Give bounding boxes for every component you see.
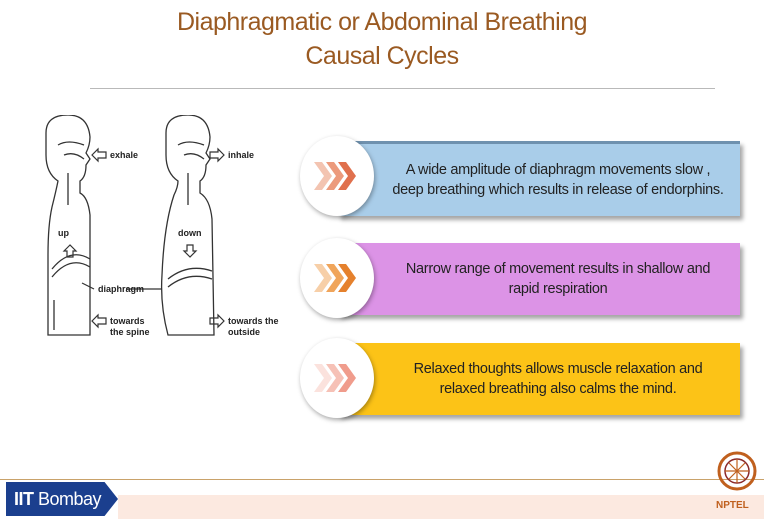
up-label: up — [58, 228, 69, 238]
towards-label: towards — [110, 316, 145, 326]
slide-title: Diaphragmatic or Abdominal Breathing — [0, 8, 764, 37]
exhale-body-outline — [46, 115, 90, 335]
brand-prefix: IIT — [14, 489, 34, 509]
slide-subtitle: Causal Cycles — [0, 42, 764, 71]
title-divider — [90, 88, 715, 89]
iit-bombay-badge: IIT Bombay — [6, 482, 118, 516]
cycle-row-3: Relaxed thoughts allows muscle relaxatio… — [300, 338, 740, 420]
exhale-arrow-icon — [92, 149, 106, 161]
cycle-banner-2: Narrow range of movement results in shal… — [338, 243, 740, 315]
breathing-diagram: exhale inhale up down diaphragm towards … — [28, 115, 286, 375]
footer-band — [118, 495, 764, 519]
footer-divider — [0, 479, 764, 480]
inhale-label: inhale — [228, 150, 254, 160]
chevron-badge-1 — [300, 136, 374, 216]
nptel-label: NPTEL — [716, 500, 749, 511]
outside-label: outside — [228, 327, 260, 337]
chevron-right-icon — [314, 162, 360, 190]
brand-name: Bombay — [38, 489, 101, 509]
cycle-row-1: A wide amplitude of diaphragm movements … — [300, 136, 740, 218]
chevron-right-icon — [314, 264, 360, 292]
down-arrow-icon — [184, 245, 196, 257]
exhale-label: exhale — [110, 150, 138, 160]
cycle-text-2: Narrow range of movement results in shal… — [338, 259, 740, 299]
cycle-banner-1: A wide amplitude of diaphragm movements … — [338, 141, 740, 216]
cycle-text-3: Relaxed thoughts allows muscle relaxatio… — [338, 359, 740, 399]
towards-outside-arrow-icon — [210, 315, 224, 327]
towards-the-label: towards the — [228, 316, 279, 326]
chevron-right-icon — [314, 364, 360, 392]
towards-spine-arrow-icon — [92, 315, 106, 327]
cycle-banner-3: Relaxed thoughts allows muscle relaxatio… — [338, 343, 740, 415]
cycle-row-2: Narrow range of movement results in shal… — [300, 238, 740, 320]
cycle-text-1: A wide amplitude of diaphragm movements … — [338, 160, 740, 200]
diaphragm-label: diaphragm — [98, 284, 144, 294]
inhale-body-outline — [162, 115, 214, 335]
down-label: down — [178, 228, 202, 238]
chevron-badge-2 — [300, 238, 374, 318]
inhale-arrow-icon — [210, 149, 224, 161]
the-spine-label: the spine — [110, 327, 150, 337]
chevron-badge-3 — [300, 338, 374, 418]
